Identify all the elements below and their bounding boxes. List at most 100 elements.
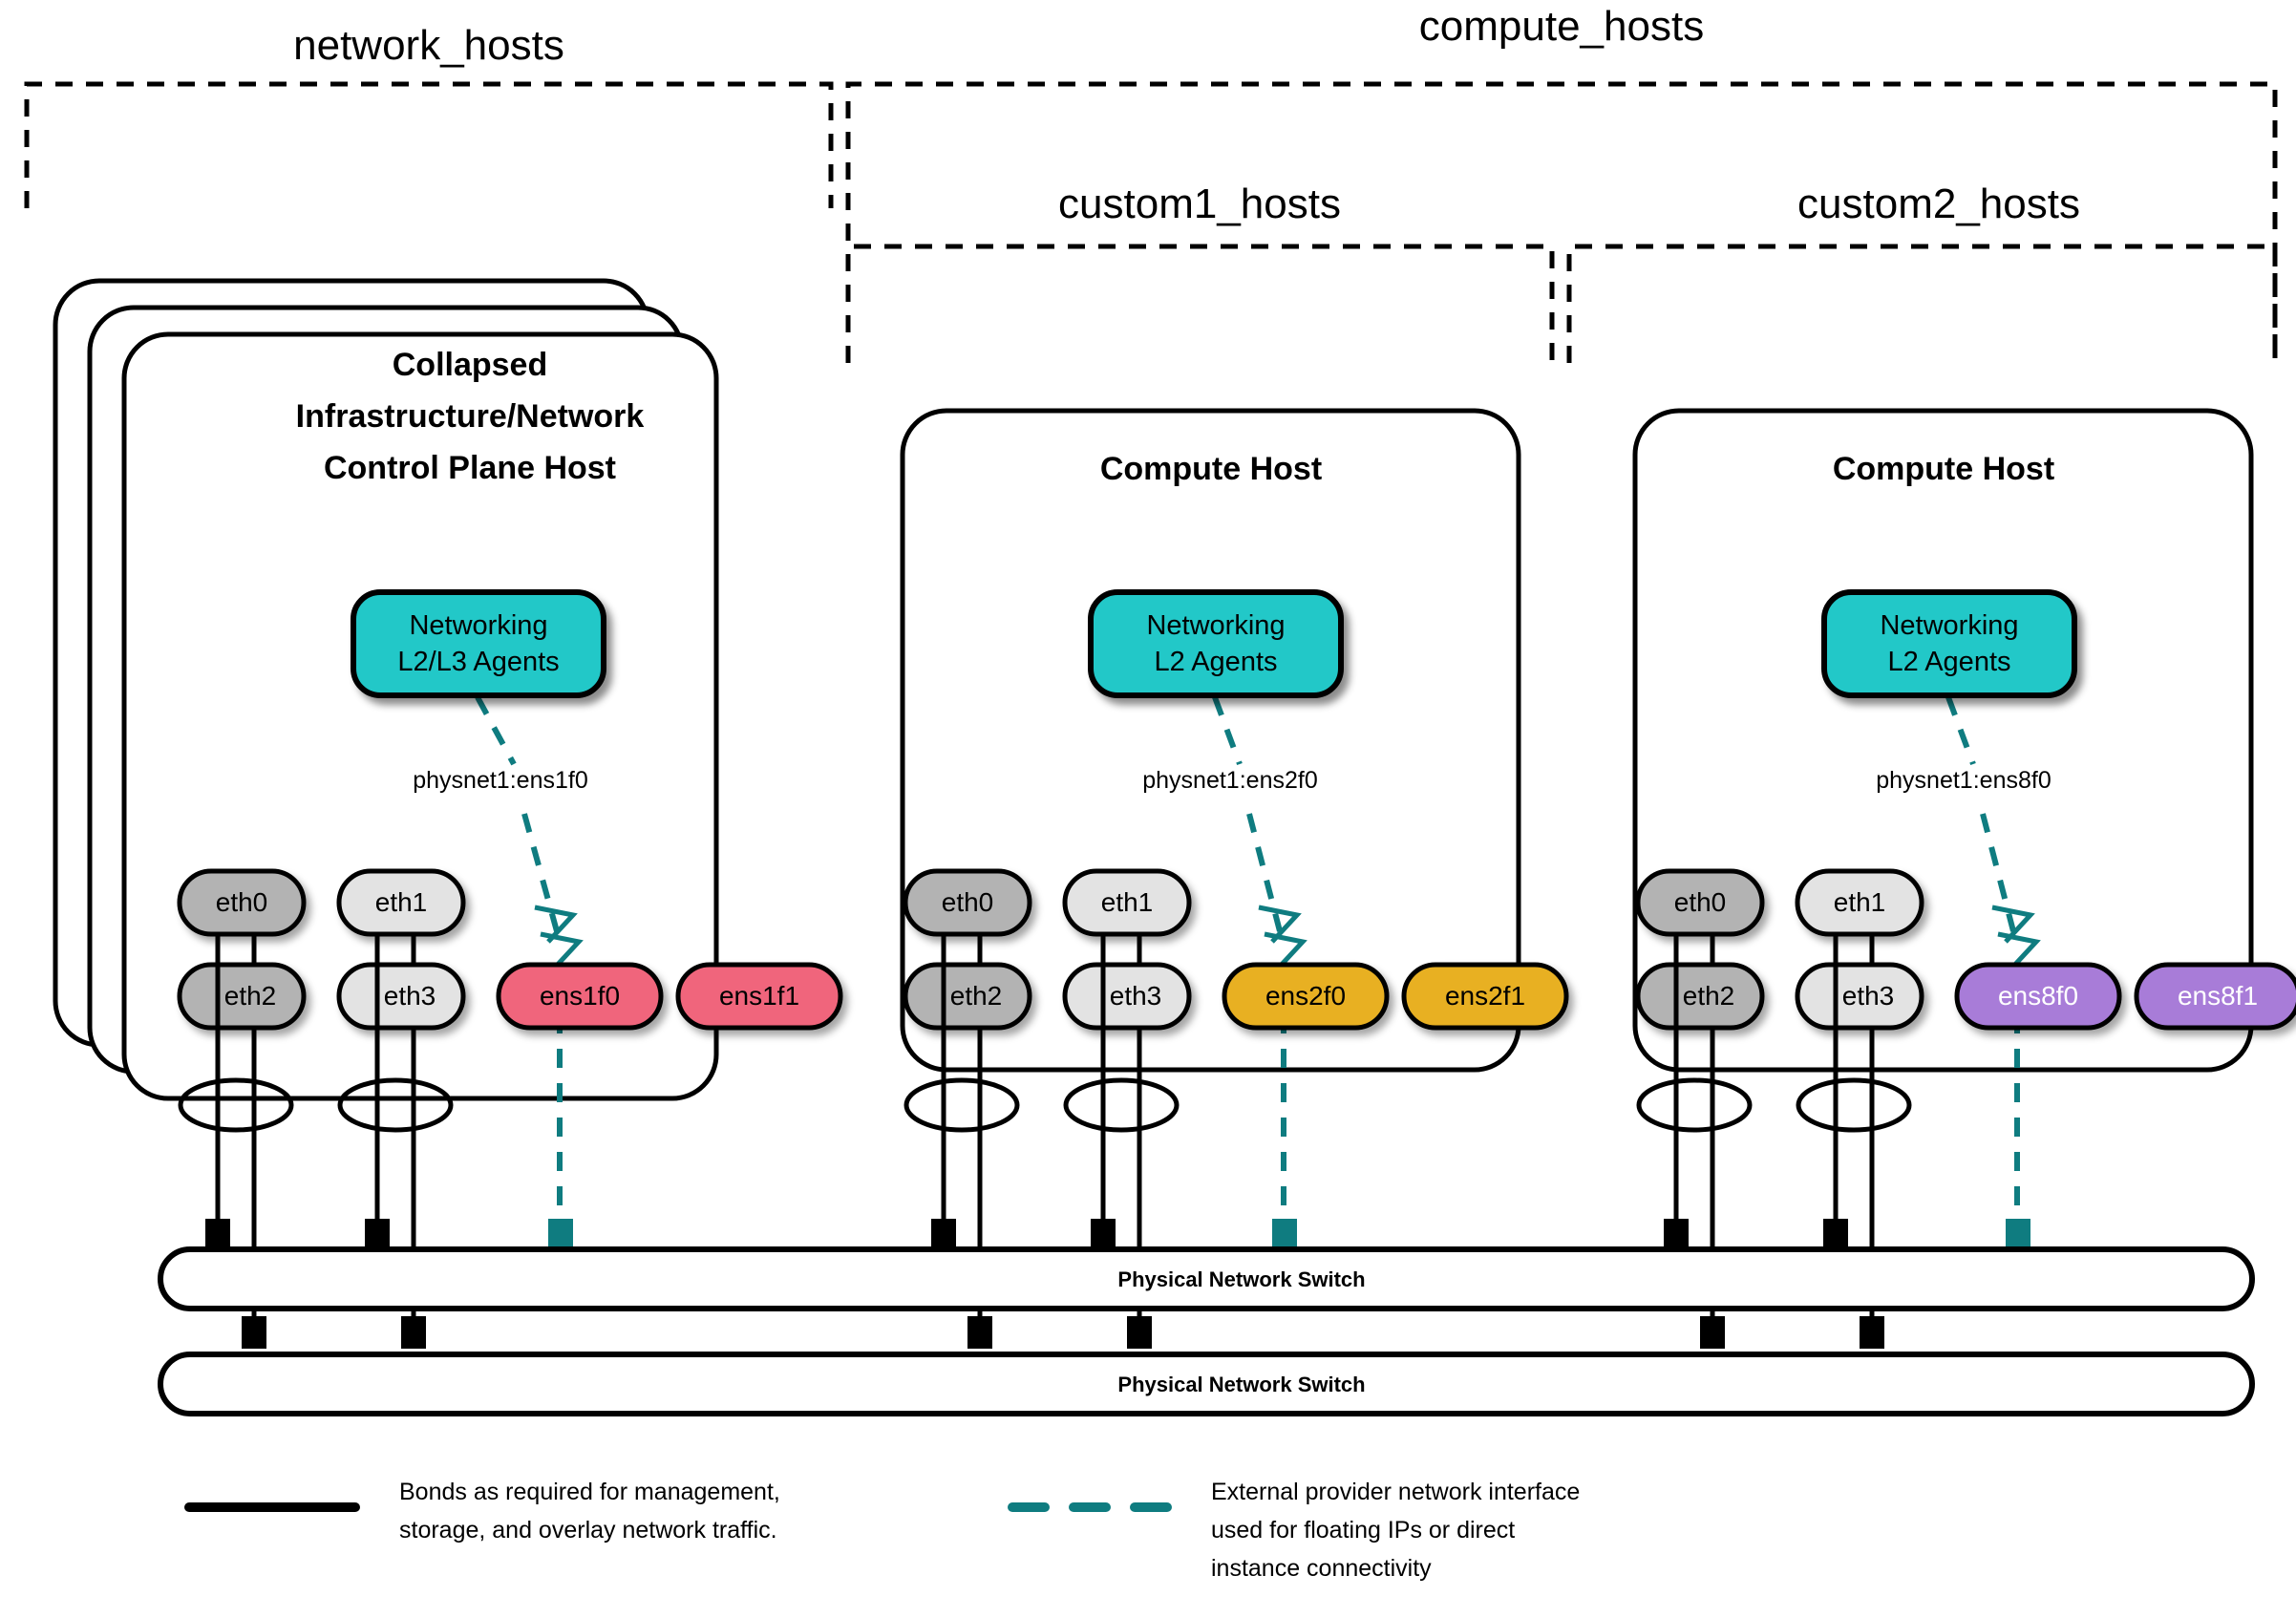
legend-item-provider: External provider network interface used… — [1008, 1479, 1580, 1582]
compute1-bond-a-sw1 — [931, 1219, 956, 1251]
group-network-hosts: network_hosts — [24, 22, 834, 208]
switch-bottom-body — [158, 1352, 2255, 1416]
provider-link-compute-host-1 — [1212, 695, 1307, 1251]
bond-ellipse-b — [337, 1077, 454, 1133]
compute2-card-shape — [1632, 408, 2254, 1073]
agent-box-compute-host-1[interactable] — [1088, 589, 1344, 698]
compute1-nic-pill-ens2f0[interactable] — [1222, 962, 1390, 1031]
compute1-bond-b-sw2 — [1127, 1316, 1152, 1349]
switch-top-body — [158, 1246, 2255, 1311]
switch-bottom[interactable]: Physical Network Switch — [158, 1352, 2255, 1416]
compute2-provider-switch-connector — [2006, 1219, 2030, 1251]
compute2-agent-box-shape — [1821, 589, 2077, 698]
custom1-hosts-boundary — [845, 244, 1555, 363]
host-title-line-1: Collapsed — [393, 347, 547, 383]
compute1-nic-pill-eth3[interactable] — [1062, 962, 1192, 1031]
compute1-bond-b-sw1 — [1091, 1219, 1116, 1251]
nic-group-network-host: eth0 eth1 eth2 eth3 ens1f0 ens1f1 — [177, 868, 843, 1031]
bond-b-switch-connector — [365, 1219, 390, 1251]
compute2-bond-b-sw1 — [1823, 1219, 1848, 1251]
compute2-nic-pill-eth2[interactable] — [1635, 962, 1765, 1031]
compute1-agent-box-shape — [1088, 589, 1344, 698]
compute-hosts-title: compute_hosts — [1419, 3, 1704, 50]
compute1-nic-label-ens2f0: ens2f0 — [1265, 981, 1346, 1011]
compute1-nic-pill-eth1[interactable] — [1062, 868, 1192, 937]
physnet-label-compute-host-2: physnet1:ens8f0 — [1876, 767, 2051, 794]
agent-box-compute-host-2[interactable] — [1821, 589, 2077, 698]
compute1-nic-pill-eth2[interactable] — [903, 962, 1032, 1031]
nic-label-eth1: eth1 — [375, 887, 428, 917]
bond-ellipse-a — [178, 1077, 294, 1133]
compute1-nic-pill-ens2f1[interactable] — [1401, 962, 1569, 1031]
legend-provider-line-2: used for floating IPs or direct — [1211, 1517, 1515, 1544]
nic-label-eth0: eth0 — [216, 887, 268, 917]
compute1-nic-label-eth1: eth1 — [1101, 887, 1154, 917]
legend-bond-line-2: storage, and overlay network traffic. — [399, 1517, 777, 1544]
bond-b-switch2-connector — [401, 1316, 426, 1349]
network-hosts-title: network_hosts — [293, 22, 564, 69]
provider-link-network-host — [475, 695, 584, 1251]
compute2-provider-upper — [1945, 695, 1976, 766]
nic-pill-eth0[interactable] — [177, 868, 307, 937]
compute2-agent-label-line-2: L2 Agents — [1888, 647, 2011, 677]
host-card-compute-host-2[interactable]: Compute Host — [1632, 408, 2254, 1073]
compute1-agent-label-line-1: Networking — [1146, 610, 1285, 641]
compute2-agent-label-line-1: Networking — [1880, 610, 2018, 641]
custom1-hosts-title: custom1_hosts — [1058, 181, 1341, 227]
nic-label-ens1f0: ens1f0 — [540, 981, 620, 1011]
legend-bond-line-1: Bonds as required for management, — [399, 1479, 780, 1505]
switch-top-label: Physical Network Switch — [1117, 1267, 1365, 1291]
compute1-bond-ellipse-a — [904, 1077, 1020, 1133]
legend-provider-line-1: External provider network interface — [1211, 1479, 1580, 1505]
compute2-nic-label-eth3: eth3 — [1842, 981, 1895, 1011]
host-card-compute-host-1[interactable]: Compute Host — [900, 408, 1521, 1073]
custom2-hosts-title: custom2_hosts — [1797, 181, 2080, 227]
compute1-host-title: Compute Host — [1100, 451, 1322, 487]
compute2-host-title: Compute Host — [1833, 451, 2054, 487]
group-custom2-hosts: custom2_hosts — [1566, 181, 2278, 363]
agent-box-network-host[interactable] — [351, 589, 606, 698]
group-custom1-hosts: custom1_hosts — [845, 181, 1555, 363]
compute2-bond-b-sw2 — [1860, 1316, 1884, 1349]
provider-link-compute-host-2 — [1945, 695, 2041, 1251]
provider-arrowhead-inner — [540, 931, 584, 970]
compute2-nic-label-ens8f0: ens8f0 — [1998, 981, 2078, 1011]
compute2-arrowhead-outer — [1991, 905, 2035, 944]
compute1-nic-pill-eth0[interactable] — [903, 868, 1032, 937]
nic-label-eth3: eth3 — [384, 981, 436, 1011]
compute2-nic-pill-eth3[interactable] — [1795, 962, 1924, 1031]
switch-top[interactable]: Physical Network Switch — [158, 1246, 2255, 1311]
agent-label-line-1: Networking — [409, 610, 547, 641]
provider-switch-connector — [548, 1219, 573, 1251]
compute2-nic-label-eth1: eth1 — [1834, 887, 1886, 917]
nic-pill-ens1f0[interactable] — [496, 962, 664, 1031]
host-title-line-3: Control Plane Host — [324, 450, 616, 486]
physnet-label-network-host: physnet1:ens1f0 — [413, 767, 587, 794]
compute1-arrowhead-inner — [1264, 931, 1307, 970]
compute2-bond-ellipse-b — [1796, 1077, 1912, 1133]
compute2-nic-pill-eth0[interactable] — [1635, 868, 1765, 937]
custom2-hosts-boundary — [1566, 244, 2278, 363]
compute2-nic-label-eth0: eth0 — [1674, 887, 1727, 917]
compute2-nic-pill-ens8f0[interactable] — [1954, 962, 2122, 1031]
legend: Bonds as required for management, storag… — [184, 1479, 1580, 1582]
nic-pill-eth2[interactable] — [177, 962, 307, 1031]
agent-box-shape — [351, 589, 606, 698]
bond-a-switch-connector — [205, 1219, 230, 1251]
provider-arrowhead-outer — [534, 905, 578, 944]
compute2-nic-pill-ens8f1[interactable] — [2134, 962, 2296, 1031]
nic-pill-ens1f1[interactable] — [675, 962, 843, 1031]
compute2-arrowhead-inner — [1997, 931, 2041, 970]
nic-pill-eth1[interactable] — [336, 868, 466, 937]
compute1-nic-label-eth0: eth0 — [942, 887, 994, 917]
nic-group-compute-host-2: eth0 eth1 eth2 eth3 ens8f0 ens8f1 — [1635, 868, 2296, 1031]
provider-link-upper-segment — [475, 695, 517, 766]
compute1-provider-upper — [1212, 695, 1243, 766]
host-title-line-2: Infrastructure/Network — [296, 398, 645, 435]
nic-label-ens1f1: ens1f1 — [719, 981, 799, 1011]
nic-pill-eth3[interactable] — [336, 962, 466, 1031]
compute2-bond-ellipse-a — [1636, 1077, 1753, 1133]
legend-provider-line-3: instance connectivity — [1211, 1555, 1432, 1582]
compute2-nic-pill-eth1[interactable] — [1795, 868, 1924, 937]
